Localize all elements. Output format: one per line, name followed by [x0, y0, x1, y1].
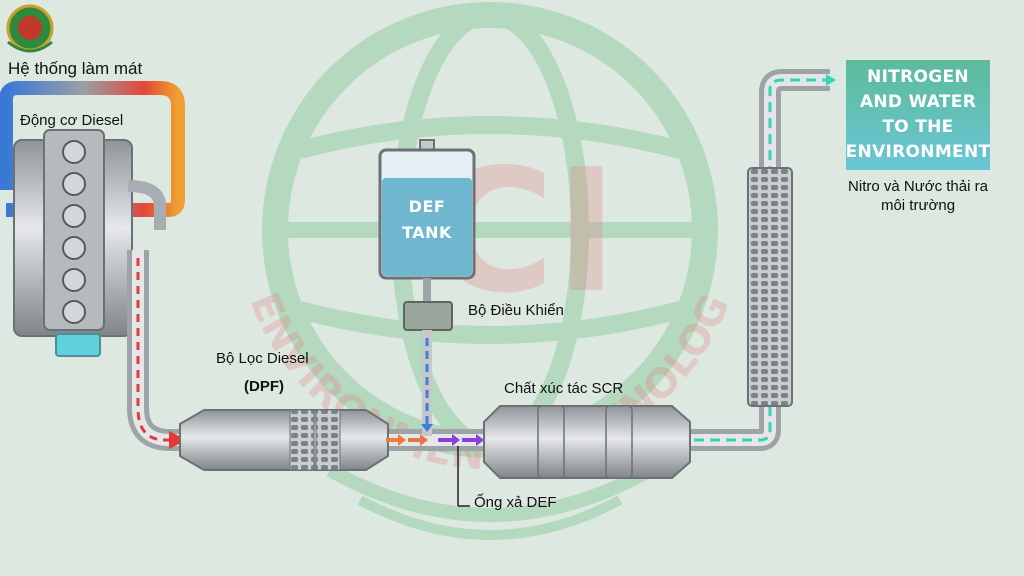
- def-tank: [378, 139, 476, 280]
- label-dpf-abbrev: (DPF): [244, 378, 284, 395]
- label-cooling-system: Hệ thống làm mát: [8, 59, 143, 78]
- muffler: [747, 167, 793, 407]
- def-controller: [403, 278, 453, 436]
- def-tank-label: DEF TANK: [380, 194, 474, 246]
- output-line-4: ENVIRONMENT: [845, 142, 991, 162]
- label-controller: Bộ Điều Khiển: [468, 302, 564, 319]
- label-scr: Chất xúc tác SCR: [504, 380, 624, 397]
- def-tank-line-2: TANK: [402, 223, 452, 242]
- company-logo: [6, 4, 54, 53]
- label-dpf: Bộ Lọc Diesel: [216, 350, 309, 367]
- label-def-pipe: Ống xả DEF: [474, 494, 557, 511]
- engine-cylinders: [62, 140, 86, 324]
- label-output: Nitro và Nước thải ra môi trường: [848, 178, 988, 214]
- output-line-1: NITROGEN: [867, 67, 969, 87]
- diesel-engine: [13, 129, 166, 357]
- output-box: [846, 60, 990, 170]
- output-box-text: NITROGEN AND WATER TO THE ENVIRONMENT: [846, 60, 990, 170]
- cooling-loop: [0, 81, 185, 217]
- output-line-2: AND WATER: [859, 92, 977, 112]
- mixed-flow-arrows: [386, 434, 484, 446]
- def-tank-line-1: DEF: [408, 197, 446, 216]
- hot-exhaust-flow: [136, 258, 187, 449]
- dpf-filter: [179, 409, 389, 471]
- clean-flow: [694, 74, 836, 442]
- label-engine: Động cơ Diesel: [20, 112, 124, 129]
- scr-catalyst: [483, 405, 691, 479]
- def-injector-pointer: [457, 446, 470, 507]
- output-line-3: TO THE: [882, 117, 954, 137]
